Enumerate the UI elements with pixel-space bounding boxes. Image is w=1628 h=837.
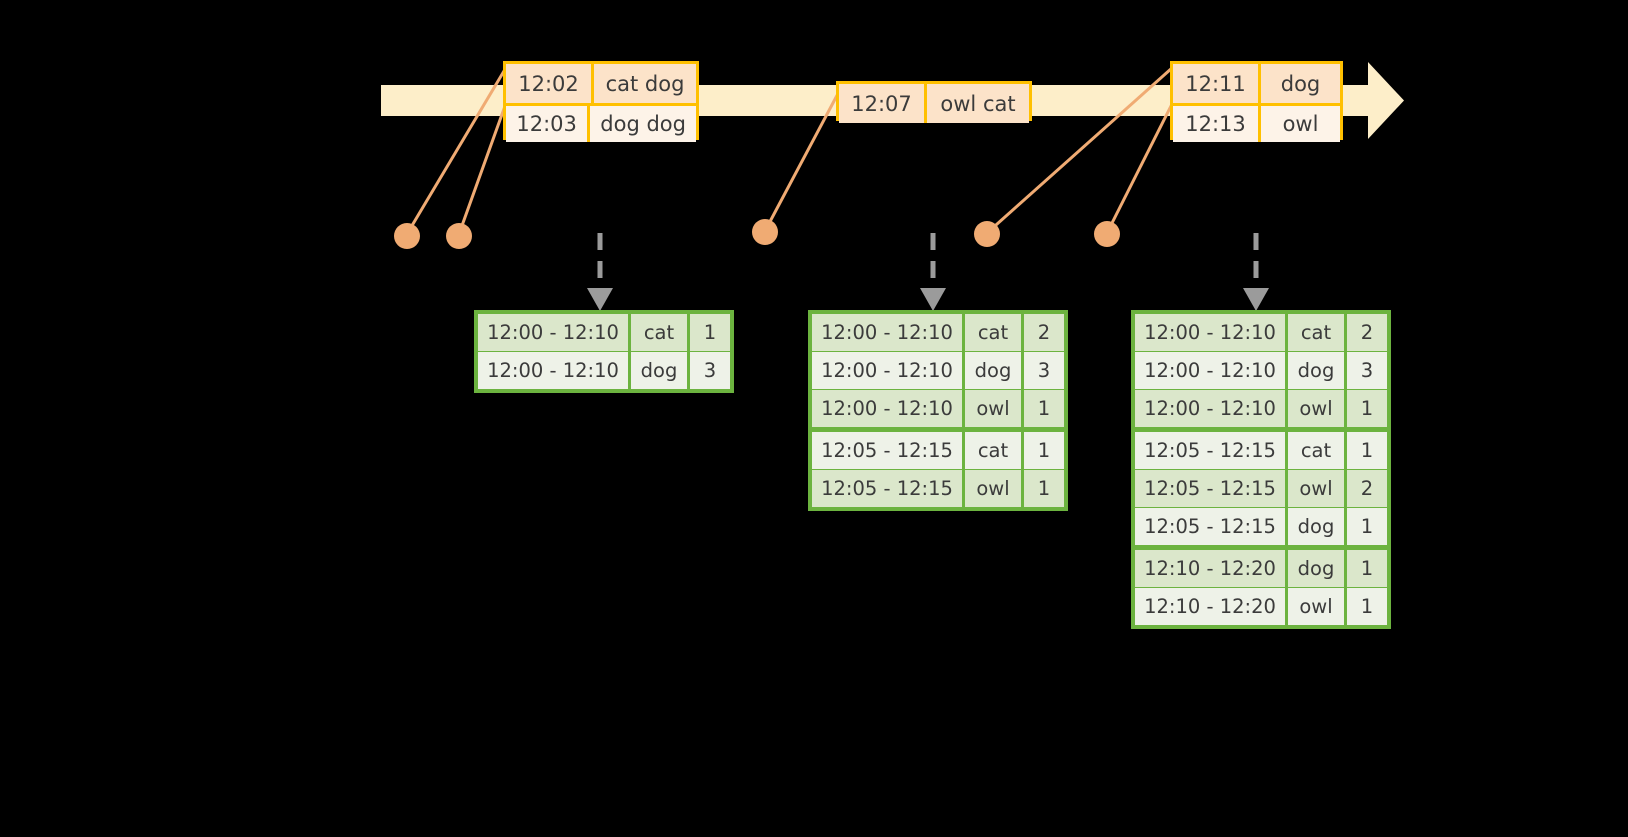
window-cell: 12:00 - 12:10 (478, 352, 628, 389)
window-cell: 12:05 - 12:15 (1135, 432, 1285, 469)
event-box-1[interactable]: 12:02 cat dog 12:03 dog dog (503, 61, 699, 142)
word-cell: dog (631, 352, 687, 389)
count-cell: 3 (1347, 352, 1387, 389)
window-cell: 12:05 - 12:15 (812, 432, 962, 469)
word-cell: owl (1288, 390, 1344, 427)
event-time: 12:11 (1173, 64, 1261, 103)
count-cell: 3 (1024, 352, 1064, 389)
count-cell: 1 (1347, 432, 1387, 469)
connector-line-5 (1105, 103, 1174, 234)
word-cell: cat (1288, 314, 1344, 351)
event-row[interactable]: 12:11 dog (1173, 64, 1340, 103)
marker-dot-2 (446, 223, 472, 249)
marker-dot-3 (752, 219, 778, 245)
window-cell: 12:00 - 12:10 (1135, 352, 1285, 389)
event-words: dog dog (600, 112, 686, 136)
window-cell: 12:00 - 12:10 (1135, 314, 1285, 351)
word-cell: dog (1288, 550, 1344, 587)
connector-line-2 (457, 105, 507, 235)
word-cell: owl (965, 470, 1021, 507)
event-time: 12:02 (506, 64, 594, 103)
event-words: owl cat (940, 91, 1016, 116)
connector-line-1 (405, 65, 509, 235)
emit-arrowhead-1 (587, 288, 613, 311)
event-row[interactable]: 12:07 owl cat (839, 84, 1029, 123)
word-cell: cat (631, 314, 687, 351)
event-words: owl (1282, 112, 1319, 136)
word-cell: cat (965, 432, 1021, 469)
window-cell: 12:00 - 12:10 (812, 314, 962, 351)
window-cell: 12:00 - 12:10 (1135, 390, 1285, 427)
word-cell: owl (1288, 588, 1344, 625)
count-cell: 1 (1347, 550, 1387, 587)
count-cell: 2 (1347, 470, 1387, 507)
marker-dot-5 (1094, 221, 1120, 247)
emit-arrows (597, 233, 1259, 290)
window-cell: 12:05 - 12:15 (1135, 508, 1285, 545)
window-cell: 12:05 - 12:15 (812, 470, 962, 507)
window-cell: 12:10 - 12:20 (1135, 588, 1285, 625)
event-row[interactable]: 12:13 owl (1173, 103, 1340, 142)
count-cell: 1 (690, 314, 730, 351)
event-row[interactable]: 12:02 cat dog (506, 64, 696, 103)
emit-arrowheads (587, 288, 1269, 311)
word-cell: owl (1288, 470, 1344, 507)
window-cell: 12:00 - 12:10 (812, 390, 962, 427)
event-time: 12:03 (506, 106, 591, 142)
count-cell: 2 (1347, 314, 1387, 351)
count-cell: 1 (1347, 390, 1387, 427)
count-cell: 1 (1024, 432, 1064, 469)
count-cell: 3 (690, 352, 730, 389)
window-cell: 12:00 - 12:10 (812, 352, 962, 389)
window-cell: 12:10 - 12:20 (1135, 550, 1285, 587)
emit-arrowhead-2 (920, 288, 946, 311)
count-cell: 1 (1024, 470, 1064, 507)
window-cell: 12:00 - 12:10 (478, 314, 628, 351)
marker-dot-4 (974, 221, 1000, 247)
count-cell: 1 (1024, 390, 1064, 427)
word-cell: owl (965, 390, 1021, 427)
event-row[interactable]: 12:03 dog dog (506, 103, 696, 142)
word-cell: dog (965, 352, 1021, 389)
count-cell: 2 (1024, 314, 1064, 351)
event-words: dog (1280, 71, 1321, 96)
connector-line-3 (763, 85, 844, 232)
word-cell: dog (1288, 508, 1344, 545)
window-cell: 12:05 - 12:15 (1135, 470, 1285, 507)
count-cell: 1 (1347, 588, 1387, 625)
word-cell: cat (965, 314, 1021, 351)
count-cell: 1 (1347, 508, 1387, 545)
connector-dots (394, 219, 1120, 249)
event-words: cat dog (605, 71, 685, 96)
word-cell: dog (1288, 352, 1344, 389)
event-time: 12:13 (1173, 106, 1261, 142)
event-box-3[interactable]: 12:11 dog 12:13 owl (1170, 61, 1343, 142)
word-cell: cat (1288, 432, 1344, 469)
event-box-2[interactable]: 12:07 owl cat (836, 81, 1032, 123)
marker-dot-1 (394, 223, 420, 249)
event-time: 12:07 (839, 84, 927, 123)
emit-arrowhead-3 (1243, 288, 1269, 311)
